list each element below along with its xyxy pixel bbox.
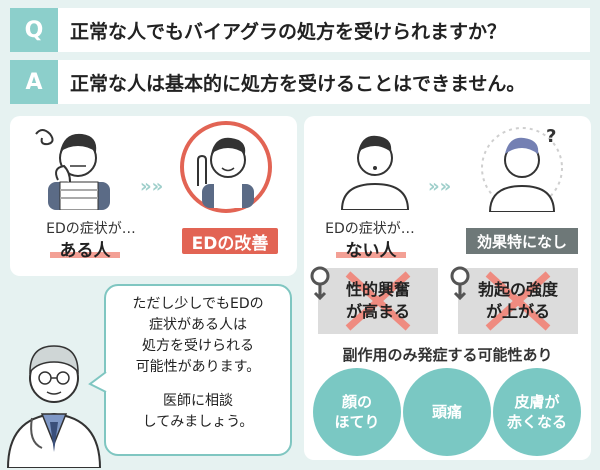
magnifier-down-icon xyxy=(310,266,330,301)
bubble-line6: してみましょう。 xyxy=(142,414,254,430)
right-symptom-line: EDの症状が… xyxy=(325,221,415,237)
side-headache-label: 頭痛 xyxy=(431,403,462,421)
bubble-line5: 医師に相談 xyxy=(163,393,233,409)
side-effect-flushing: 顔の ほてり xyxy=(313,368,401,456)
side-effect-skin-redness: 皮膚が 赤くなる xyxy=(493,368,581,456)
svg-text:?: ? xyxy=(546,126,556,147)
worried-man-illustration xyxy=(35,129,110,210)
effect-erection-line2: が上がる xyxy=(485,302,550,321)
left-symptom-line: EDの症状が… xyxy=(46,221,136,237)
answer-text: 正常な人は基本的に処方を受けることはできません。 xyxy=(70,72,526,95)
bubble-line2: 症状がある人は xyxy=(149,317,247,333)
happy-man-illustration xyxy=(197,137,254,208)
effect-arousal-line1: 性的興奮 xyxy=(345,280,410,299)
a-letter: A xyxy=(10,60,58,104)
no-effect-badge: 効果特になし xyxy=(466,228,578,254)
bubble-line3: 処方を受けられる xyxy=(142,338,254,354)
cross-mark-icon xyxy=(345,271,411,331)
ed-improvement-badge: EDの改善 xyxy=(182,228,278,254)
bubble-line4: 可能性があります。 xyxy=(135,359,261,375)
question-row: Q 正常な人でもバイアグラの処方を受けられますか？ xyxy=(10,8,590,52)
side-skin-line1: 皮膚が xyxy=(514,393,560,411)
effect-arousal-line2: が高まる xyxy=(345,302,410,321)
highlight-circle xyxy=(180,121,272,213)
arrow-right-icon-2: »» xyxy=(428,176,452,197)
neutral-man-illustration xyxy=(340,135,410,210)
right-underline xyxy=(336,252,406,258)
left-symptom-strong: ある人 xyxy=(59,241,111,261)
magnifier-down-icon-2 xyxy=(450,266,470,301)
doctor-speech-bubble xyxy=(104,284,292,456)
arrow-right-icon: »» xyxy=(140,176,164,197)
doctor-illustration xyxy=(6,345,102,468)
right-symptom-strong: ない人 xyxy=(345,241,397,261)
side-effect-headache: 頭痛 xyxy=(403,368,491,456)
side-skin-line2: 赤くなる xyxy=(506,413,567,431)
effect-erection-line1: 勃起の強度 xyxy=(477,280,558,299)
question-text: 正常な人でもバイアグラの処方を受けられますか？ xyxy=(70,20,507,43)
bubble-line1: ただし少しでもEDの xyxy=(132,296,264,312)
bubble-tail xyxy=(88,371,107,393)
side-flushing-line2: ほてり xyxy=(334,413,380,431)
q-letter: Q xyxy=(10,8,58,52)
left-underline xyxy=(50,252,120,258)
side-flushing-line1: 顔の xyxy=(341,393,372,411)
cross-mark-icon-2 xyxy=(485,271,551,331)
answer-row: A 正常な人は基本的に処方を受けることはできません。 xyxy=(10,60,590,104)
confused-man-illustration: ? xyxy=(481,126,563,212)
side-effect-heading: 副作用のみ発症する可能性あり xyxy=(342,346,553,364)
